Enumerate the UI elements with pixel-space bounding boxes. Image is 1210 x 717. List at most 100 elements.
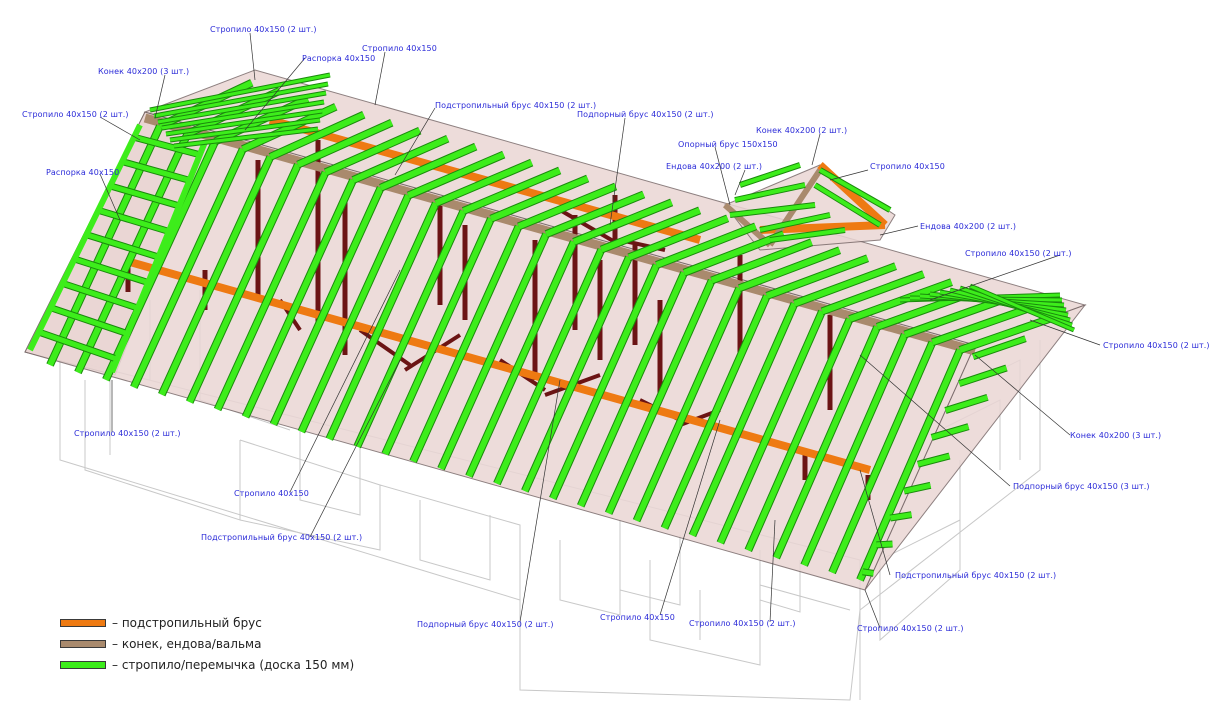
rafter-right-hip-7: [876, 541, 893, 548]
rafter-front-17: [522, 256, 632, 493]
rafter-left-hip-4: [86, 232, 160, 260]
rafter-front-3: [131, 147, 246, 389]
rafter-dormer-0: [739, 163, 801, 187]
rafter-back-left-4: [165, 109, 323, 136]
rafter-front-27: [801, 333, 908, 567]
leader-line-17: [859, 354, 1011, 487]
rafter-right-hip-8: [862, 569, 874, 576]
rafter-left-hip-8: [40, 330, 118, 362]
leader-line-6: [609, 117, 626, 226]
rafter-back-3: [241, 103, 338, 152]
rafter-left-hip-1: [121, 159, 191, 183]
rafter-back-19: [683, 231, 785, 276]
callout-ridge-2: Конек 40х200 (2 шт.): [756, 126, 848, 135]
rafter-front-25: [745, 317, 853, 552]
leader-line-3: [154, 74, 166, 119]
left-hip-edge: [27, 123, 143, 352]
legend-item-wallplate: – подстропильный брус: [60, 612, 354, 633]
leader-line-0: [249, 32, 256, 81]
rafter-front-21: [633, 286, 743, 522]
rafter-front-10: [326, 202, 439, 441]
legend-swatch-green: [60, 660, 106, 669]
rafter-back-12: [489, 175, 589, 222]
callout-wallplate-2: Подстропильный брус 40х150 (2 шт.): [201, 533, 363, 542]
rafter-front-5: [186, 163, 301, 404]
leader-line-12: [879, 225, 919, 236]
rafter-back-left-3: [161, 100, 325, 130]
rafter-back-28: [931, 303, 1037, 346]
callout-strut-2: Подпорный брус 40х150 (2 шт.): [577, 110, 714, 119]
rafter-back-left-6: [173, 127, 319, 148]
leader-line-21: [519, 379, 561, 623]
rafter-back-24: [821, 271, 925, 315]
rafter-back-14: [545, 191, 645, 237]
callout-rafter: Стропило 40х150: [600, 613, 675, 622]
callout-rafter-2: Стропило 40х150 (2 шт.): [1103, 341, 1210, 350]
rafter-front-15: [466, 240, 577, 478]
callout-leaders: [99, 32, 1101, 629]
leader-line-13: [929, 254, 1061, 301]
rafter-right-hip-2: [944, 394, 989, 413]
rafter-front-23: [689, 302, 798, 537]
rafter-back-16: [600, 207, 701, 253]
rafter-dormer-3: [819, 168, 891, 212]
leader-line-7: [714, 146, 731, 206]
leader-line-23: [769, 519, 776, 623]
rafter-right-hip-6: [889, 512, 912, 521]
callout-rafter-2: Стропило 40х150 (2 шт.): [22, 110, 129, 119]
rafter-right-hip-5: [903, 482, 932, 494]
callout-rafter-2: Стропило 40х150 (2 шт.): [74, 429, 181, 438]
rafter-back-6: [324, 127, 421, 176]
rafter-front-9: [298, 194, 412, 433]
leader-line-5: [394, 107, 436, 176]
rafter-back-18: [655, 223, 757, 268]
rafter-front-26: [773, 325, 880, 559]
rafter-left-hip-3: [98, 208, 170, 234]
rafter-right-hip-0: [972, 336, 1027, 360]
rafter-front-4: [158, 155, 274, 396]
rafter-back-10: [434, 159, 533, 207]
legend-label: – подстропильный брус: [112, 615, 262, 630]
rafter-front-14: [438, 232, 549, 471]
leader-line-9: [734, 169, 746, 196]
rafter-left-hip-0: [133, 134, 201, 158]
legend-item-rafter: – стропило/перемычка (доска 150 мм): [60, 654, 354, 675]
leader-line-2: [374, 51, 386, 106]
callout-rafter: Стропило 40х150: [870, 162, 945, 171]
rafter-front-18: [550, 263, 660, 500]
leader-line-15: [974, 354, 1071, 436]
legend: – подстропильный брус – конек, ендова/ва…: [60, 612, 354, 675]
rafter-front-6: [214, 171, 329, 411]
rafter-back-20: [710, 239, 813, 284]
rafter-back-left-2: [157, 91, 327, 124]
callout-valley-2: Ендова 40х200 (2 шт.): [666, 162, 763, 171]
leader-line-20: [859, 469, 891, 576]
callout-wallplate-2: Подстропильный брус 40х150 (2 шт.): [435, 101, 597, 110]
callout-strut-2: Подпорный брус 40х150 (2 шт.): [417, 620, 554, 629]
rafter-front-8: [270, 186, 384, 426]
callout-wallplate-2: Подстропильный брус 40х150 (2 шт.): [895, 571, 1057, 580]
callout-ridge-3: Конек 40х200 (3 шт.): [98, 67, 190, 76]
rafter-right-hip-1: [958, 365, 1008, 386]
rafter-front-24: [717, 310, 825, 545]
leader-line-10: [829, 169, 869, 181]
rafter-back-11: [462, 167, 561, 214]
legend-swatch-orange: [60, 618, 106, 627]
rafter-back-9: [407, 151, 505, 199]
rafter-back-17: [627, 215, 729, 261]
rafter-dormer-5: [759, 213, 831, 232]
rafter-right-hip-3: [930, 424, 970, 440]
rafter-back-left-0: [149, 73, 331, 112]
rafter-front-28: [829, 341, 936, 574]
legend-item-ridge: – конек, ендова/вальма: [60, 633, 354, 654]
strut-6: [558, 208, 622, 247]
rafter-left-hip-2: [110, 183, 180, 209]
rafter-front-13: [410, 225, 522, 463]
callout-strut-3: Подпорный брус 40х150 (3 шт.): [1013, 482, 1150, 491]
rafter-dormer-2: [729, 203, 816, 217]
leader-line-22: [659, 419, 721, 616]
leader-line-14: [1029, 319, 1101, 346]
rafter-back-23: [793, 263, 897, 307]
callout-valley-2: Ендова 40х200 (2 шт.): [920, 222, 1017, 231]
